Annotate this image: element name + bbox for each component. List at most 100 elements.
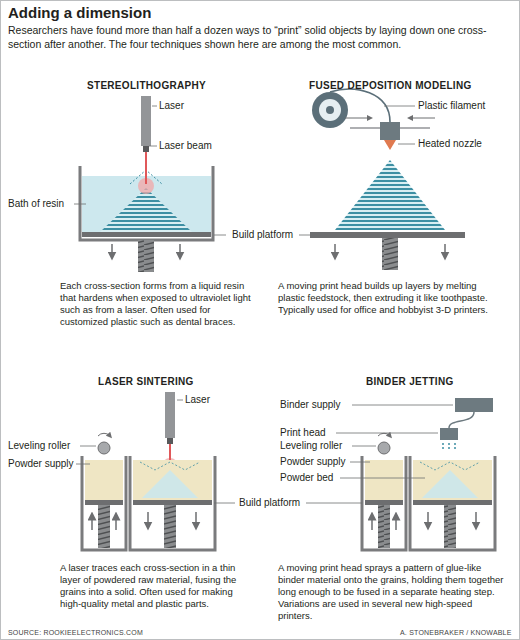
sintering-illustration-part bbox=[82, 456, 215, 550]
binder-illustration-part bbox=[444, 505, 456, 548]
sintering-illustration-part bbox=[214, 503, 235, 504]
fdm-illustration-part bbox=[335, 160, 445, 230]
sintering-illustration-part bbox=[80, 446, 96, 447]
binder-illustration-part bbox=[378, 433, 390, 436]
binder-illustration-part bbox=[365, 460, 403, 500]
binder-illustration-part bbox=[352, 405, 453, 406]
part-label: Powder supply bbox=[280, 456, 346, 468]
sintering-illustration-part bbox=[98, 505, 110, 548]
binder-illustration-part bbox=[340, 478, 425, 479]
sla-illustration-part bbox=[152, 106, 157, 107]
part-label: Powder bed bbox=[280, 472, 333, 484]
source-note: SOURCE: ROOKIEELECTRONICS.COM bbox=[8, 629, 143, 637]
sintering-illustration-part bbox=[133, 460, 212, 500]
panel-heading: BINDER JETTING bbox=[366, 376, 454, 388]
sintering-illustration-part bbox=[115, 516, 117, 530]
sintering-illustration-part bbox=[98, 442, 110, 454]
sla-illustration-part bbox=[111, 244, 113, 256]
part-label: Bath of resin bbox=[8, 198, 64, 210]
fdm-illustration-part bbox=[384, 106, 415, 107]
binder-illustration-part bbox=[350, 462, 370, 463]
sla-illustration-part bbox=[141, 96, 151, 146]
binder-illustration-part bbox=[362, 456, 495, 550]
description: Each cross-section forms from a liquid r… bbox=[60, 280, 252, 328]
sintering-illustration-part bbox=[85, 500, 123, 505]
part-label: Binder supply bbox=[280, 399, 341, 411]
fdm-illustration bbox=[299, 89, 465, 270]
panel-heading: FUSED DEPOSITION MODELING bbox=[309, 80, 472, 92]
sintering-illustration-part bbox=[133, 500, 212, 505]
sla-illustration-part bbox=[214, 235, 226, 236]
sintering-illustration-part bbox=[142, 470, 198, 498]
sintering-illustration-part bbox=[85, 460, 123, 500]
part-label: Leveling roller bbox=[8, 440, 70, 452]
binder-illustration-part bbox=[475, 512, 477, 526]
binder-illustration-part bbox=[440, 428, 458, 440]
binder-illustration-part bbox=[378, 505, 390, 548]
fdm-illustration-part bbox=[398, 144, 415, 145]
fdm-illustration-part bbox=[312, 92, 348, 128]
sla-illustration-part bbox=[138, 240, 154, 272]
part-label: Print head bbox=[280, 427, 326, 439]
binder-illustration-part bbox=[427, 512, 429, 526]
fdm-illustration-part bbox=[345, 118, 370, 119]
sla-illustration-part bbox=[82, 232, 211, 237]
binder-illustration-part bbox=[365, 500, 403, 505]
sintering-illustration-part bbox=[147, 512, 149, 526]
fdm-illustration-part bbox=[444, 244, 446, 256]
fdm-illustration-part bbox=[326, 106, 334, 114]
binder-illustration-part bbox=[455, 398, 493, 412]
sintering-illustration-part bbox=[76, 464, 90, 465]
binder-illustration bbox=[306, 398, 495, 550]
sla-illustration-part bbox=[149, 146, 157, 147]
caption: Researchers have found more than half a … bbox=[8, 24, 508, 51]
sla-illustration-part bbox=[100, 188, 192, 232]
panel-heading: LASER SINTERING bbox=[98, 376, 194, 388]
title: Adding a dimension bbox=[8, 4, 151, 22]
sintering-illustration-part bbox=[140, 462, 200, 470]
fdm-illustration-part bbox=[410, 118, 435, 119]
binder-illustration-part bbox=[336, 433, 438, 434]
credit-note: A. STONEBRAKER / KNOWABLE bbox=[400, 629, 512, 637]
binder-illustration-part bbox=[413, 460, 492, 500]
description: A laser traces each cross-section in a t… bbox=[60, 562, 252, 610]
fdm-illustration-part bbox=[382, 238, 398, 270]
fdm-illustration-part bbox=[380, 122, 400, 140]
binder-illustration-part bbox=[306, 503, 362, 504]
fdm-illustration-part bbox=[330, 89, 390, 122]
sintering-illustration-part bbox=[98, 433, 110, 436]
sintering-illustration-part bbox=[165, 392, 175, 438]
sintering-illustration-part bbox=[164, 505, 176, 548]
part-label: Powder supply bbox=[8, 458, 74, 470]
binder-illustration-part bbox=[378, 442, 390, 454]
binder-illustration-part bbox=[413, 500, 492, 505]
sla-illustration-part bbox=[145, 152, 147, 184]
sintering-illustration-part bbox=[91, 516, 93, 530]
sla-illustration-part bbox=[74, 204, 86, 205]
binder-illustration-part bbox=[422, 470, 478, 498]
sintering-illustration bbox=[76, 392, 235, 550]
binder-illustration-part bbox=[454, 443, 456, 450]
part-label: Build platform bbox=[232, 229, 293, 241]
sla-illustration bbox=[74, 96, 226, 272]
part-label: Build platform bbox=[239, 497, 300, 509]
binder-illustration-part bbox=[442, 443, 444, 450]
part-label: Laser bbox=[185, 394, 210, 406]
part-label: Leveling roller bbox=[280, 440, 342, 452]
fdm-illustration-part bbox=[299, 235, 310, 236]
part-label: Laser bbox=[159, 100, 184, 112]
part-label: Heated nozzle bbox=[418, 138, 482, 150]
binder-illustration-part bbox=[449, 412, 474, 428]
fdm-illustration-part bbox=[334, 244, 336, 256]
sla-illustration-part bbox=[143, 146, 149, 152]
fdm-illustration-part bbox=[319, 99, 341, 121]
sintering-illustration-part bbox=[167, 438, 173, 444]
panel-heading: STEREOLITHOGRAPHY bbox=[87, 80, 206, 92]
sla-illustration-part bbox=[82, 176, 211, 234]
fdm-illustration-part bbox=[310, 232, 465, 238]
part-label: Laser beam bbox=[159, 140, 212, 152]
sintering-illustration-part bbox=[195, 512, 197, 526]
fdm-illustration-part bbox=[384, 140, 396, 150]
sla-illustration-part bbox=[179, 244, 181, 256]
